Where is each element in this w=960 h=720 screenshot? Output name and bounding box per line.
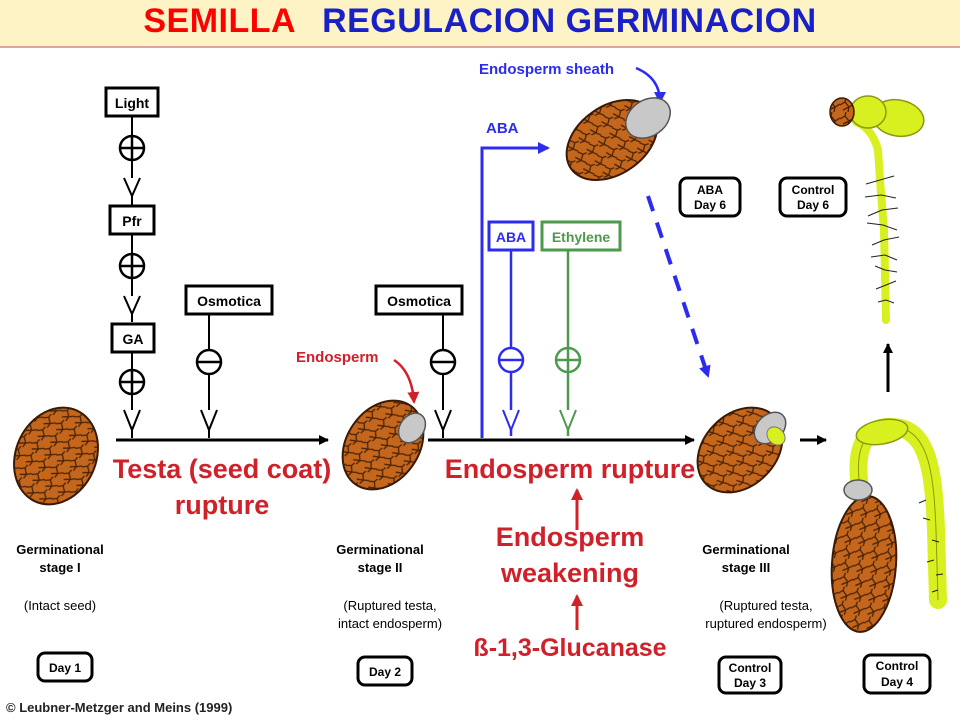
page-title: SEMILLA REGULACION GERMINACION [0,2,960,41]
stage3-desc-line2: ruptured endosperm) [705,616,826,631]
open-arrowhead-icon [123,409,141,433]
control-day3-line2: Day 3 [734,676,766,690]
osmotica-box-1 [184,284,274,316]
stage1-title-line1: Germinational [16,542,103,557]
open-arrowhead-icon [123,177,141,199]
control-day4-line1: Control [876,659,919,673]
seedling-day6-image [829,95,925,324]
seed-stage-3-image [696,406,787,494]
plus-circle-icon [118,368,146,396]
day1-label: Day 1 [49,661,81,675]
endosperm-weakening-line2: weakening [500,558,639,588]
stage2-title-line2: stage II [358,560,403,575]
ethylene-box [540,220,622,252]
stage1-title-line2: stage I [39,560,80,575]
stage3-desc-line1: (Ruptured testa, [719,598,812,613]
aba-top-label: ABA [486,120,519,137]
endosperm-weakening-line1: Endosperm [496,522,645,552]
copyright-text: © Leubner-Metzger and Meins (1999) [6,700,232,715]
stage2-desc-line1: (Ruptured testa, [343,598,436,613]
endosperm-pointer-arrow [393,358,420,404]
day1-badge [36,651,94,683]
seed-stage-1-image [13,406,99,506]
open-arrowhead-icon [502,409,520,433]
testa-rupture-line2: rupture [175,490,270,520]
day2-label: Day 2 [369,665,401,679]
open-arrowhead-icon [559,409,577,433]
stage1-desc: (Intact seed) [24,598,96,613]
stage2-title-line1: Germinational [336,542,423,557]
aba-top-path [480,142,550,438]
osmotica-box-2 [374,284,464,316]
control-day3-badge [717,655,783,695]
minus-circle-icon [497,346,525,374]
endosperm-sheath-label: Endosperm sheath [479,61,614,78]
testa-rupture-line1: Testa (seed coat) [113,454,332,484]
plus-circle-icon [118,134,146,162]
control-day6-badge [778,176,848,218]
ethylene-box-label: Ethylene [552,229,611,245]
osmotica-label-2: Osmotica [387,293,451,309]
aba-day6-badge [678,176,742,218]
stage3-title-line1: Germinational [702,542,789,557]
control-day3-line1: Control [729,661,772,675]
open-arrowhead-icon [123,295,141,317]
header-bar: SEMILLA REGULACION GERMINACION [0,0,960,48]
pfr-box [108,204,156,236]
control-day6-line2: Day 6 [797,198,829,212]
seed-stage-2-image [341,399,427,491]
aba-day6-line2: Day 6 [694,198,726,212]
endosperm-sheath-arrow [635,66,666,104]
aba-box-label: ABA [496,229,526,245]
open-arrowhead-icon [434,409,452,433]
control-day4-badge [862,653,932,695]
ga-label: GA [123,331,144,347]
open-arrowhead-icon [200,409,218,433]
control-day4-line2: Day 4 [881,675,913,689]
control-day6-line1: Control [792,183,835,197]
aba-day6-line1: ABA [697,183,723,197]
endosperm-rupture-label: Endosperm rupture [445,454,696,484]
sheath-seed-image [565,97,671,181]
stage3-title-line2: stage III [722,560,770,575]
minus-circle-icon [195,348,223,376]
stage2-desc-line2: intact endosperm) [338,616,442,631]
title-part-regulacion: REGULACION GERMINACION [322,2,817,40]
plus-circle-icon [118,252,146,280]
glucanase-label: ß-1,3-Glucanase [473,634,666,662]
pfr-label: Pfr [122,213,142,229]
title-part-semilla: SEMILLA [143,2,297,40]
dashed-blue-arrow [646,195,711,378]
light-label: Light [115,95,150,111]
seedling-day4-image [830,417,947,633]
osmotica-label-1: Osmotica [197,293,261,309]
plus-circle-icon [554,346,582,374]
day2-badge [356,655,414,687]
minus-circle-icon [429,348,457,376]
ga-box [110,322,156,354]
endosperm-label: Endosperm [296,349,379,366]
